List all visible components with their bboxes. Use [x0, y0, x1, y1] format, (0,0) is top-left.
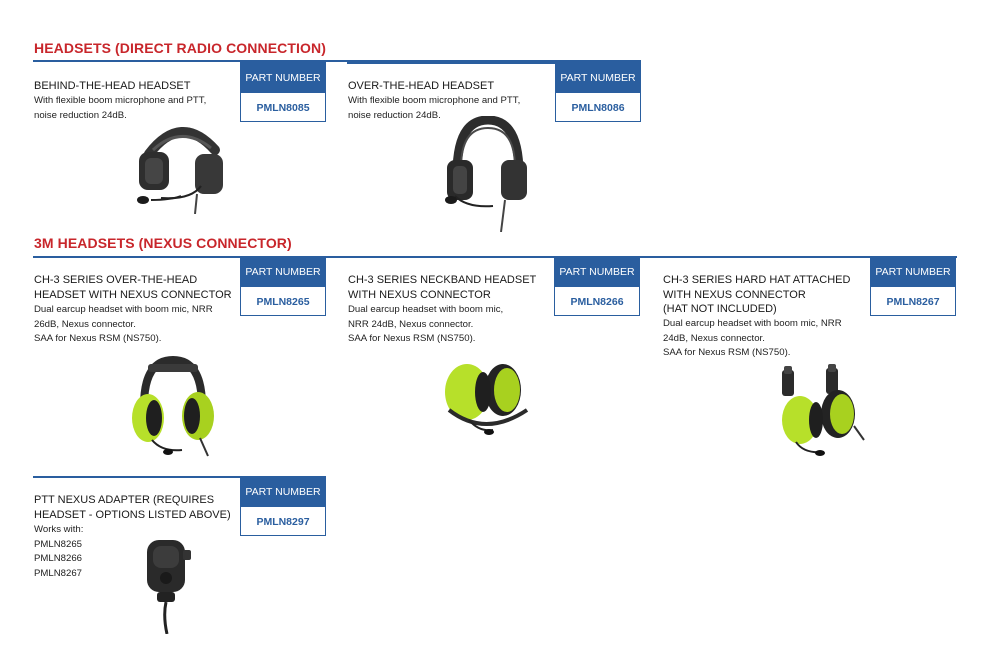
part-number-box: PART NUMBER PMLN8266	[554, 256, 640, 316]
part-number-label: PART NUMBER	[555, 257, 639, 287]
part-number-box: PART NUMBER PMLN8086	[555, 62, 641, 122]
part-number-value: PMLN8267	[886, 295, 940, 308]
part-number-label: PART NUMBER	[241, 477, 325, 507]
product-card-pmln8266: CH-3 SERIES NECKBAND HEADSET WITH NEXUS …	[347, 256, 643, 466]
product-card-pmln8267: CH-3 SERIES HARD HAT ATTACHED WITH NEXUS…	[662, 256, 958, 466]
part-number-label: PART NUMBER	[241, 257, 325, 287]
part-number-box: PART NUMBER PMLN8297	[240, 476, 326, 536]
part-number-value: PMLN8297	[256, 515, 310, 528]
product-card-pmln8086: OVER-THE-HEAD HEADSET With flexible boom…	[347, 62, 643, 232]
product-title: CH-3 SERIES HARD HAT ATTACHED WITH NEXUS…	[663, 274, 851, 315]
part-number-box: PART NUMBER PMLN8267	[870, 256, 956, 316]
product-title: BEHIND-THE-HEAD HEADSET	[34, 80, 191, 92]
product-card-pmln8265: CH-3 SERIES OVER-THE-HEAD HEADSET WITH N…	[33, 256, 328, 466]
product-description: Dual earcup headset with boom mic, NRR 2…	[34, 304, 213, 344]
product-card-pmln8085: BEHIND-THE-HEAD HEADSET With flexible bo…	[33, 62, 328, 232]
product-description: Works with: PMLN8265 PMLN8266 PMLN8267	[34, 524, 84, 579]
part-number-label: PART NUMBER	[871, 257, 955, 287]
product-description: With flexible boom microphone and PTT, n…	[34, 95, 207, 121]
part-number-value: PMLN8265	[256, 295, 310, 308]
part-number-box: PART NUMBER PMLN8085	[240, 62, 326, 122]
part-number-label: PART NUMBER	[556, 63, 640, 93]
green-neckband-headset-photo-icon	[445, 364, 529, 435]
product-title: OVER-THE-HEAD HEADSET	[348, 80, 495, 92]
section-title-3m-nexus: 3M HEADSETS (NEXUS CONNECTOR)	[34, 235, 292, 251]
part-number-value: PMLN8266	[570, 295, 624, 308]
part-number-value: PMLN8086	[571, 101, 625, 114]
card-divider	[33, 476, 241, 478]
product-description: Dual earcup headset with boom mic, NRR 2…	[348, 304, 504, 344]
product-title: CH-3 SERIES OVER-THE-HEAD HEADSET WITH N…	[34, 274, 232, 301]
product-card-pmln8297: PTT NEXUS ADAPTER (REQUIRES HEADSET - OP…	[33, 476, 328, 641]
product-description: Dual earcup headset with boom mic, NRR 2…	[663, 318, 842, 358]
over-the-head-headset-photo-icon	[445, 116, 527, 232]
part-number-label: PART NUMBER	[241, 63, 325, 93]
section-divider	[33, 256, 957, 258]
part-number-box: PART NUMBER PMLN8265	[240, 256, 326, 316]
product-title: PTT NEXUS ADAPTER (REQUIRES HEADSET - OP…	[34, 494, 231, 521]
product-title: CH-3 SERIES NECKBAND HEADSET WITH NEXUS …	[348, 274, 537, 301]
section-title-direct-radio: HEADSETS (DIRECT RADIO CONNECTION)	[34, 40, 326, 56]
section-divider	[33, 60, 641, 62]
card-divider	[347, 62, 557, 64]
behind-the-head-headset-photo-icon	[137, 127, 223, 214]
product-description: With flexible boom microphone and PTT, n…	[348, 95, 521, 121]
part-number-value: PMLN8085	[256, 101, 310, 114]
green-hard-hat-headset-photo-icon	[782, 364, 865, 456]
ptt-nexus-adapter-photo-icon	[147, 540, 191, 634]
green-over-head-headset-photo-icon	[132, 356, 214, 457]
